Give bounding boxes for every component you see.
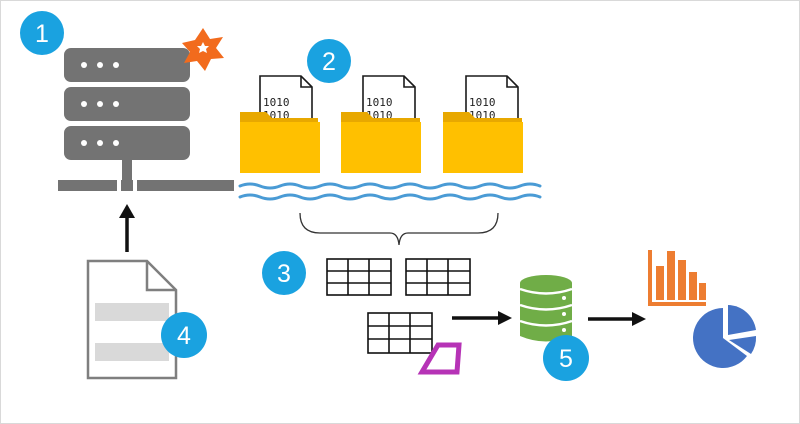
document-icon: [86, 259, 178, 380]
database-icon: [519, 275, 573, 342]
binary-line: 1010: [469, 96, 496, 109]
table-grid-icon: [405, 258, 471, 296]
folder-group: 1010 1010 1010 1010: [240, 75, 523, 173]
step-badge-3: 3: [262, 251, 306, 295]
binary-line: 1010: [366, 96, 393, 109]
table-grid-icon: [367, 312, 433, 354]
folder-icon: [443, 112, 523, 173]
server-unit: [64, 48, 190, 82]
bar-chart-icon: [648, 250, 706, 306]
server-unit: [64, 87, 190, 121]
network-bar: [58, 180, 234, 191]
arrow-right: [452, 311, 512, 325]
arrow-up: [119, 204, 135, 252]
table-grid-icon: [326, 258, 392, 296]
step-number: 2: [322, 48, 336, 76]
grouping-brace: [299, 212, 499, 246]
step-badge-1: 1: [20, 11, 64, 55]
step-badge-2: 2: [307, 39, 351, 83]
data-lake-waves: [238, 182, 542, 201]
folder-icon: [341, 112, 421, 173]
folder-icon: [240, 112, 320, 173]
document-block: [95, 343, 169, 361]
step-number: 5: [559, 345, 573, 373]
step-badge-4: 4: [161, 312, 207, 358]
folder-with-file: 1010 1010: [443, 75, 523, 173]
server-rack-icon: [58, 48, 234, 191]
step-number: 3: [277, 260, 291, 288]
folder-with-file: 1010 1010: [240, 75, 320, 173]
server-stem: [122, 160, 132, 180]
step-number: 1: [35, 20, 49, 48]
pie-chart-icon: [693, 305, 757, 368]
delta-icon: [417, 342, 462, 375]
star-burst-icon: [182, 28, 224, 71]
binary-line: 1010: [263, 96, 290, 109]
server-unit: [64, 126, 190, 160]
step-number: 4: [177, 322, 191, 350]
arrow-right: [588, 312, 646, 326]
step-badge-5: 5: [543, 335, 589, 381]
document-block: [95, 303, 169, 321]
folder-with-file: 1010 1010: [341, 75, 421, 173]
